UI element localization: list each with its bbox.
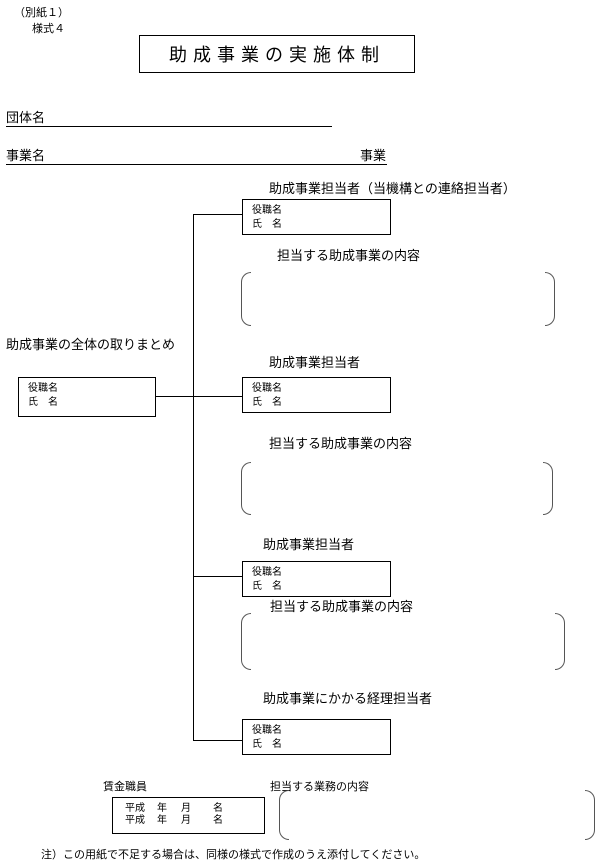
left-bracket-icon <box>241 462 251 515</box>
era-label: 平成 <box>125 815 145 826</box>
count-label: 名 <box>213 815 223 826</box>
temporary-staff-content-field[interactable] <box>290 792 584 838</box>
name-label: 氏 名 <box>28 397 58 408</box>
member-1-content-field[interactable] <box>252 274 544 324</box>
member-3-content-field[interactable] <box>252 616 554 668</box>
year-label: 年 <box>157 803 167 814</box>
org-trunk-line <box>193 214 194 741</box>
project-name-field[interactable] <box>50 149 350 165</box>
position-label: 役職名 <box>252 383 282 394</box>
staff-row: 平成 年 月 名 <box>125 803 264 815</box>
overall-person-box[interactable]: 役職名 氏 名 <box>18 377 156 417</box>
attachment-label: （別紙１） <box>14 6 69 19</box>
left-bracket-icon <box>279 790 289 840</box>
name-label: 氏 名 <box>252 397 282 408</box>
connector-member-3 <box>193 576 242 577</box>
form-number: 様式４ <box>32 22 65 35</box>
member-4-person-box[interactable]: 役職名 氏 名 <box>242 719 391 755</box>
member-2-content-field[interactable] <box>252 464 542 513</box>
right-bracket-icon <box>555 613 565 670</box>
right-bracket-icon <box>545 272 555 326</box>
temporary-staff-heading: 賃金職員 <box>103 780 147 793</box>
member-1-content-heading: 担当する助成事業の内容 <box>277 249 421 264</box>
position-label: 役職名 <box>28 383 58 394</box>
count-label: 名 <box>213 803 223 814</box>
organization-underline <box>6 126 332 127</box>
right-bracket-icon <box>543 462 553 515</box>
name-label: 氏 名 <box>252 581 282 592</box>
page-title: 助成事業の実施体制 <box>139 35 415 73</box>
organization-field[interactable] <box>50 111 330 127</box>
project-name-label: 事業名 <box>6 149 46 164</box>
connector-member-4 <box>193 740 242 741</box>
member-3-person-box[interactable]: 役職名 氏 名 <box>242 561 391 597</box>
member-2-content-heading: 担当する助成事業の内容 <box>269 437 413 452</box>
position-label: 役職名 <box>252 205 282 216</box>
connector-member-1 <box>193 214 242 215</box>
era-label: 平成 <box>125 803 145 814</box>
month-label: 月 <box>181 803 191 814</box>
month-label: 月 <box>181 815 191 826</box>
member-4-heading: 助成事業にかかる経理担当者 <box>263 692 433 707</box>
name-label: 氏 名 <box>252 219 282 230</box>
temporary-staff-content-heading: 担当する業務の内容 <box>270 780 369 793</box>
page-title-text: 助成事業の実施体制 <box>169 45 385 66</box>
member-2-person-box[interactable]: 役職名 氏 名 <box>242 377 391 413</box>
project-name-suffix: 事業 <box>360 149 387 164</box>
footnote: 注）この用紙で不足する場合は、同様の様式で作成のうえ添付してください。 <box>41 848 426 861</box>
member-3-heading: 助成事業担当者 <box>263 538 355 553</box>
name-label: 氏 名 <box>252 739 282 750</box>
member-1-heading: 助成事業担当者（当機構との連絡担当者） <box>269 182 516 197</box>
position-label: 役職名 <box>252 725 282 736</box>
left-bracket-icon <box>241 272 251 326</box>
overall-heading: 助成事業の全体の取りまとめ <box>6 338 176 353</box>
left-bracket-icon <box>241 613 251 670</box>
year-label: 年 <box>157 815 167 826</box>
member-3-content-heading: 担当する助成事業の内容 <box>270 600 414 615</box>
connector-member-2 <box>155 396 242 397</box>
temporary-staff-box[interactable]: 平成 年 月 名 平成 年 月 名 <box>112 797 265 834</box>
member-1-person-box[interactable]: 役職名 氏 名 <box>242 199 391 235</box>
member-2-heading: 助成事業担当者 <box>269 356 361 371</box>
project-name-underline <box>6 164 387 165</box>
organization-label: 団体名 <box>6 111 46 126</box>
staff-row: 平成 年 月 名 <box>125 815 264 827</box>
right-bracket-icon <box>585 790 595 840</box>
position-label: 役職名 <box>252 567 282 578</box>
